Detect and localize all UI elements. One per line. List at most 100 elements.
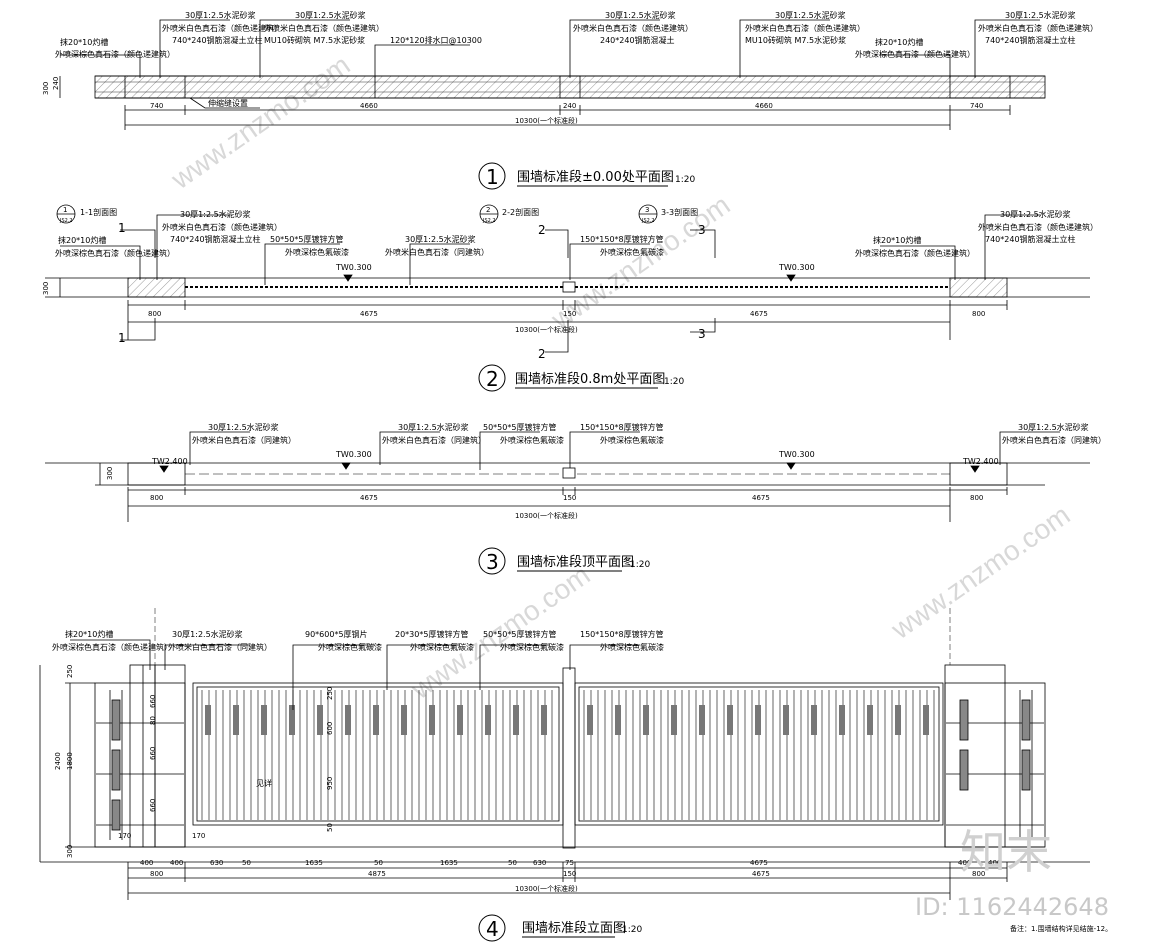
dim-text: 150 <box>563 494 576 502</box>
annotation: 外喷深棕色氟碳漆 <box>600 247 664 257</box>
dim-text: 400 <box>988 859 1001 867</box>
annotation: 抹20*10灼槽 <box>60 37 108 47</box>
steel-plate <box>895 705 901 735</box>
plan-0-00 <box>59 19 1046 130</box>
dim-text: 10300(一个标准段) <box>515 116 578 125</box>
steel-plate <box>317 705 323 735</box>
dim-text: 50 <box>374 859 383 867</box>
dim-text: 400 <box>958 859 971 867</box>
annotation: 抹20*10灼槽 <box>873 235 921 245</box>
annotation: 外喷米白色真石漆（颜色递建筑） <box>162 222 282 232</box>
dim-text: 250 <box>66 665 74 678</box>
dim-text: 50 <box>242 859 251 867</box>
watermark-id: ID: 1162442648 <box>915 893 1109 921</box>
section-marker-code: JS2.2 <box>482 218 496 224</box>
annotation: 30厚1:2.5水泥砂浆 <box>208 422 279 432</box>
annotation: 抹20*10灼槽 <box>58 235 106 245</box>
annotation: 抹20*10灼槽 <box>65 629 113 639</box>
annotation: 外喷米白色真石漆（同建筑） <box>385 247 489 257</box>
dim-text: 250 <box>326 687 334 700</box>
title-number: 1 <box>486 165 499 189</box>
steel-plate <box>401 705 407 735</box>
section-marker-number: 2 <box>486 206 490 214</box>
dim-text: 150 <box>563 310 576 318</box>
dim-text: 10300(一个标准段) <box>515 884 578 893</box>
annotation: 50*50*5厚镀锌方管 <box>483 422 556 432</box>
dim-text: 170 <box>118 832 131 840</box>
dim-text: 800 <box>150 870 163 878</box>
steel-plate <box>587 705 593 735</box>
title-text: 围墙标准段顶平面图 <box>517 555 634 570</box>
section-title: 2-2剖面图 <box>502 207 539 217</box>
annotation: 外喷深棕色氟碳漆 <box>500 642 564 652</box>
annotation: 150*150*8厚镀锌方管 <box>580 629 664 639</box>
dim-text: 800 <box>972 870 985 878</box>
dim-text: 75 <box>565 859 574 867</box>
title-text: 围墙标准段0.8m处平面图 <box>515 372 665 387</box>
title-scale: 1:20 <box>675 175 695 185</box>
dim-text: 4675 <box>360 494 378 502</box>
detail-tag: 见详 <box>256 778 272 788</box>
cut-label: 1 <box>118 221 126 235</box>
annotation: 外喷深棕色氟碳漆 <box>600 642 664 652</box>
steel-plate <box>261 705 267 735</box>
section-marker-number: 3 <box>645 206 649 214</box>
dim-text: 4675 <box>752 494 770 502</box>
annotation: 外喷深棕色真石漆（颜色递建筑） <box>855 49 975 59</box>
dim-text: 630 <box>210 859 223 867</box>
dim-text: 660 <box>149 799 157 812</box>
dim-text: 4675 <box>752 870 770 878</box>
plan-0-8m <box>45 204 1090 353</box>
dim-text: 80 <box>149 716 157 725</box>
elevation-tag: TW2.400 <box>962 457 999 466</box>
steel-plate <box>485 705 491 735</box>
steel-plate <box>429 705 435 735</box>
dim-text: 10300(一个标准段) <box>515 325 578 334</box>
annotation: MU10砖砌筑 M7.5水泥砂浆 <box>264 35 365 45</box>
elevation-tag: TW0.300 <box>778 263 815 272</box>
plan-0-8m-text: 1 JS2.2 1-1剖面图 2 JS2.2 2-2剖面图 3 JS2.2 3-… <box>42 206 1098 392</box>
watermark-brand: 知末 ID: 1162442648 <box>915 825 1109 921</box>
steel-plate <box>615 705 621 735</box>
dim-text: 240 <box>563 102 576 110</box>
watermark-site: www.znzmo.com <box>885 499 1076 645</box>
title-scale: 1:20 <box>622 925 642 935</box>
annotation: 外喷米白色真石漆（同建筑） <box>168 642 272 652</box>
steel-plate <box>345 705 351 735</box>
dim-text: 10300(一个标准段) <box>515 511 578 520</box>
steel-plate <box>727 705 733 735</box>
cut-label: 2 <box>538 347 546 361</box>
annotation: 150*150*8厚镀锌方管 <box>580 422 664 432</box>
dim-text: 50 <box>508 859 517 867</box>
annotation: 30厚1:2.5水泥砂浆 <box>398 422 469 432</box>
dim-text: 400 <box>140 859 153 867</box>
annotation: 50*50*5厚镀锌方管 <box>270 234 343 244</box>
steel-plate <box>783 705 789 735</box>
dim-text: 4875 <box>368 870 386 878</box>
dim-text: 300 <box>106 467 114 480</box>
dim-text: 740 <box>150 102 163 110</box>
dim-text: 600 <box>326 722 334 735</box>
steel-plate <box>541 705 547 735</box>
annotation: 外喷深棕色氟碳漆 <box>600 435 664 445</box>
annotation: 30厚1:2.5水泥砂浆 <box>295 10 366 20</box>
section-title: 1-1剖面图 <box>80 207 117 217</box>
title-number: 4 <box>486 917 499 941</box>
dim-text: 660 <box>149 747 157 760</box>
elevation-tag: TW0.300 <box>335 450 372 459</box>
dim-text: 4675 <box>750 859 768 867</box>
annotation: 伸缩缝设置 <box>208 98 248 108</box>
dim-text: 950 <box>326 777 334 790</box>
annotation: 30厚1:2.5水泥砂浆 <box>1005 10 1076 20</box>
steel-plate <box>671 705 677 735</box>
annotation: 外喷深棕色氟碳漆 <box>410 642 474 652</box>
annotation: 外喷深棕色真石漆（颜色递建筑） <box>52 642 172 652</box>
cut-label: 1 <box>118 331 126 345</box>
dim-text: 4660 <box>755 102 773 110</box>
section-marker-code: JS2.2 <box>59 218 73 224</box>
dim-text: 800 <box>972 310 985 318</box>
title-scale: 1:20 <box>630 560 650 570</box>
annotation: 外喷米白色真石漆（颜色递建筑） <box>978 23 1098 33</box>
annotation: 外喷深棕色氟碳漆 <box>318 642 382 652</box>
